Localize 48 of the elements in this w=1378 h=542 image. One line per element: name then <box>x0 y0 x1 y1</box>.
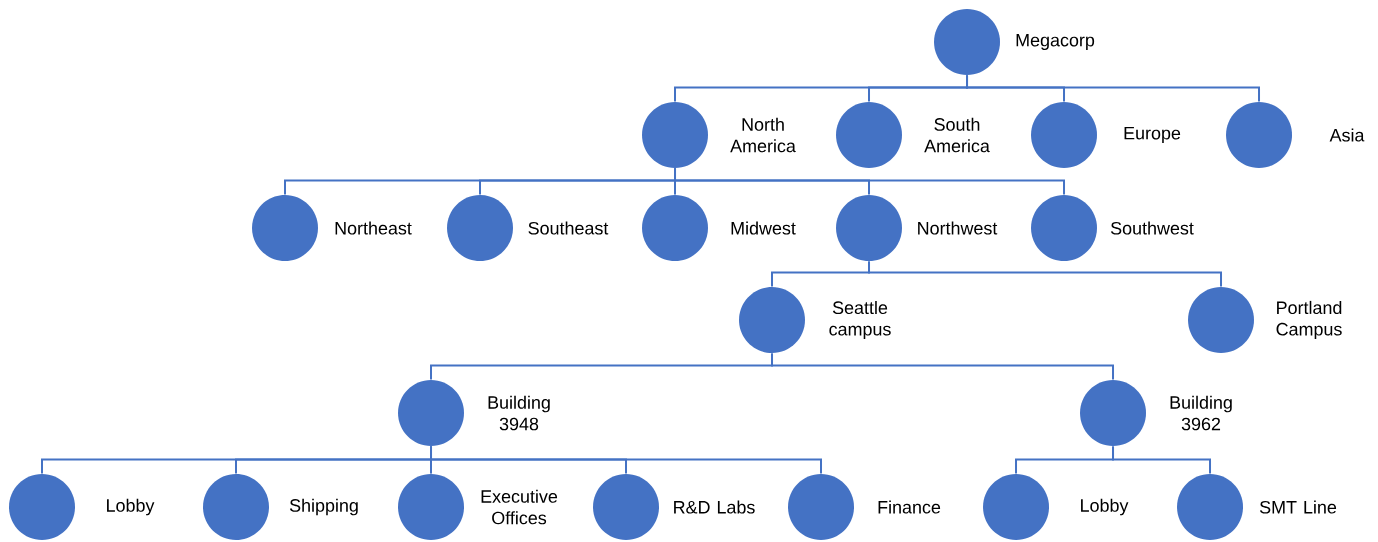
node-label: Portland Campus <box>1276 300 1342 340</box>
node-label: Lobby <box>107 498 155 516</box>
node-label: South America <box>924 117 990 153</box>
connector-line <box>674 167 1065 196</box>
node-label: Shipping <box>289 498 358 516</box>
node-label: Midwest <box>731 221 796 235</box>
org-node: Lobby <box>9 474 155 540</box>
org-node: Megacorp <box>934 9 1095 75</box>
connector-line <box>868 260 1222 288</box>
node-label: Executive Offices <box>481 489 558 525</box>
org-node: Midwest <box>642 195 796 261</box>
org-node: Seattle campus <box>739 287 891 353</box>
org-node: R&D Labs <box>593 474 755 540</box>
org-node: Building 3962 <box>1080 380 1232 446</box>
node-label: SMT Line <box>1259 500 1337 514</box>
org-node: Portland Campus <box>1188 287 1342 353</box>
connector-line <box>966 74 1260 103</box>
node-label: Southwest <box>1110 221 1194 235</box>
org-node: Asia <box>1226 102 1365 168</box>
node-label: Northeast <box>335 221 412 235</box>
org-node: Finance <box>788 474 941 540</box>
org-node: Northwest <box>836 195 998 261</box>
node-label: R&D Labs <box>674 500 755 514</box>
node-label: Northwest <box>918 221 998 235</box>
org-node: Northeast <box>252 195 412 261</box>
org-node: Europe <box>1031 102 1181 168</box>
node-label: Southeast <box>528 221 609 235</box>
connector-line <box>1112 445 1211 475</box>
org-node: Executive Offices <box>398 474 558 540</box>
org-node: Shipping <box>203 474 358 540</box>
org-node: South America <box>836 102 990 168</box>
node-label: Europe <box>1124 126 1181 144</box>
node-label: Seattle campus <box>829 300 891 340</box>
node-label: North America <box>730 117 796 153</box>
node-label: Megacorp <box>1016 33 1095 51</box>
org-node: Lobby <box>983 474 1129 540</box>
node-label: Lobby <box>1081 498 1129 516</box>
org-node: North America <box>642 102 796 168</box>
connector-line <box>771 352 1114 381</box>
node-label: Building 3948 <box>488 395 550 431</box>
node-label: Asia <box>1329 128 1365 142</box>
node-label: Finance <box>878 500 941 514</box>
org-node: Southeast <box>447 195 609 261</box>
org-node: Building 3948 <box>398 380 550 446</box>
node-label: Building 3962 <box>1170 395 1232 431</box>
org-node: SMT Line <box>1177 474 1337 540</box>
org-node: Southwest <box>1031 195 1194 261</box>
connector-line <box>430 445 822 475</box>
